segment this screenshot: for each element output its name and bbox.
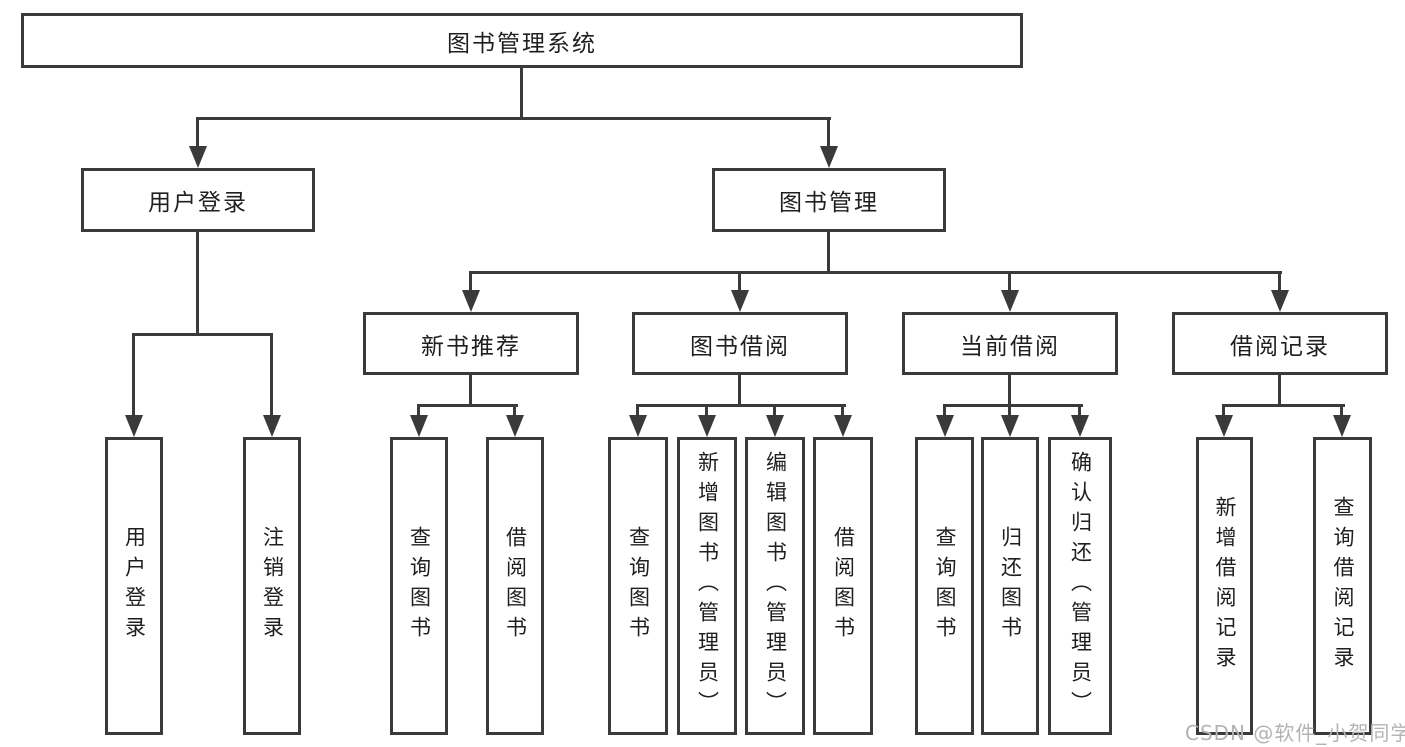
- arrowhead-down: [834, 415, 852, 437]
- leaf-label: 查询图书: [407, 526, 432, 646]
- node-root-label: 图书管理系统: [447, 30, 597, 57]
- leaf-label: 查询图书: [933, 526, 957, 646]
- connector-drop: [738, 271, 741, 293]
- connector-user-login-horizontal: [132, 333, 273, 336]
- arrowhead-down: [410, 415, 428, 437]
- node-root: 图书管理系统: [21, 13, 1023, 68]
- connector-drop: [1278, 271, 1281, 293]
- connector-drop: [841, 404, 844, 421]
- node-label: 借阅记录: [1230, 333, 1330, 360]
- node-label: 当前借阅: [960, 333, 1060, 360]
- node-user-login: 用户登录: [81, 168, 315, 232]
- leaf-query-books-recommend: 查询图书: [390, 437, 448, 735]
- arrowhead-down: [766, 415, 784, 437]
- connector-drop: [636, 404, 639, 421]
- connector-drop: [513, 404, 516, 421]
- connector-level3-horizontal: [469, 271, 1282, 274]
- arrowhead-down: [936, 415, 954, 437]
- connector-drop: [417, 404, 420, 421]
- connector-drop: [773, 404, 776, 421]
- node-label: 图书借阅: [690, 333, 790, 360]
- arrowhead-down: [820, 146, 838, 168]
- connector-stem: [1278, 375, 1281, 407]
- leaf-borrow-books-recommend: 借阅图书: [486, 437, 544, 735]
- connector-stem: [469, 375, 472, 407]
- leaf-label: 查询图书: [626, 526, 651, 646]
- leaf-label: 注销登录: [260, 526, 285, 646]
- leaf-query-books-current: 查询图书: [915, 437, 974, 735]
- connector-drop-user-login: [196, 117, 199, 149]
- arrowhead-down: [731, 290, 749, 312]
- leaf-label: 用户登录: [122, 526, 147, 646]
- connector-horizontal: [943, 404, 1083, 407]
- connector-stem: [1008, 375, 1011, 407]
- connector-horizontal: [417, 404, 518, 407]
- leaf-label: 借阅图书: [831, 526, 856, 646]
- node-current-borrowing: 当前借阅: [902, 312, 1118, 375]
- leaf-logout: 注销登录: [243, 437, 301, 735]
- arrowhead-down: [1215, 415, 1233, 437]
- connector-stem: [738, 375, 741, 407]
- arrowhead-down: [1271, 290, 1289, 312]
- leaf-label: 借阅图书: [503, 526, 528, 646]
- arrowhead-down: [125, 415, 143, 437]
- arrowhead-down: [1001, 290, 1019, 312]
- node-label: 新书推荐: [421, 333, 521, 360]
- connector-horizontal: [1222, 404, 1345, 407]
- connector-drop: [705, 404, 708, 421]
- csdn-watermark: CSDN @软件_小贺同学: [1185, 721, 1405, 745]
- connector-drop-book-mgmt: [827, 117, 830, 149]
- connector-drop: [1008, 404, 1011, 421]
- leaf-label: 归还图书: [998, 526, 1023, 646]
- node-book-management: 图书管理: [712, 168, 946, 232]
- connector-drop: [1078, 404, 1081, 421]
- arrowhead-down: [462, 290, 480, 312]
- leaf-label: 确认归还（管理员）: [1068, 451, 1093, 721]
- leaf-return-book: 归还图书: [981, 437, 1039, 735]
- arrowhead-down: [698, 415, 716, 437]
- node-label: 图书管理: [779, 190, 879, 216]
- connector-drop: [943, 404, 946, 421]
- arrowhead-down: [629, 415, 647, 437]
- connector-drop: [270, 333, 273, 419]
- leaf-label: 新增借阅记录: [1213, 496, 1237, 676]
- node-borrowing-records: 借阅记录: [1172, 312, 1388, 375]
- connector-book-mgmt-stem: [827, 232, 830, 274]
- leaf-borrow-books: 借阅图书: [813, 437, 873, 735]
- arrowhead-down: [1001, 415, 1019, 437]
- arrowhead-down: [506, 415, 524, 437]
- leaf-query-books-borrowing: 查询图书: [608, 437, 668, 735]
- connector-level1-horizontal: [196, 117, 831, 120]
- leaf-add-book-admin: 新增图书（管理员）: [677, 437, 737, 735]
- leaf-edit-book-admin: 编辑图书（管理员）: [745, 437, 805, 735]
- arrowhead-down: [1071, 415, 1089, 437]
- connector-drop: [469, 271, 472, 293]
- connector-drop: [1008, 271, 1011, 293]
- node-book-borrowing: 图书借阅: [632, 312, 848, 375]
- leaf-label: 编辑图书（管理员）: [763, 451, 788, 721]
- leaf-user-login: 用户登录: [105, 437, 163, 735]
- connector-horizontal: [636, 404, 846, 407]
- node-new-book-recommend: 新书推荐: [363, 312, 579, 375]
- leaf-add-borrow-record: 新增借阅记录: [1196, 437, 1253, 735]
- arrowhead-down: [189, 146, 207, 168]
- connector-drop: [1222, 404, 1225, 421]
- arrowhead-down: [1333, 415, 1351, 437]
- leaf-label: 新增图书（管理员）: [695, 451, 720, 721]
- connector-drop: [132, 333, 135, 419]
- leaf-query-borrow-record: 查询借阅记录: [1313, 437, 1372, 735]
- node-label: 用户登录: [148, 190, 248, 216]
- arrowhead-down: [263, 415, 281, 437]
- leaf-label: 查询借阅记录: [1331, 496, 1355, 676]
- connector-user-login-stem: [196, 232, 199, 336]
- connector-drop: [1340, 404, 1343, 421]
- leaf-confirm-return-admin: 确认归还（管理员）: [1048, 437, 1112, 735]
- connector-root-stem: [520, 68, 523, 119]
